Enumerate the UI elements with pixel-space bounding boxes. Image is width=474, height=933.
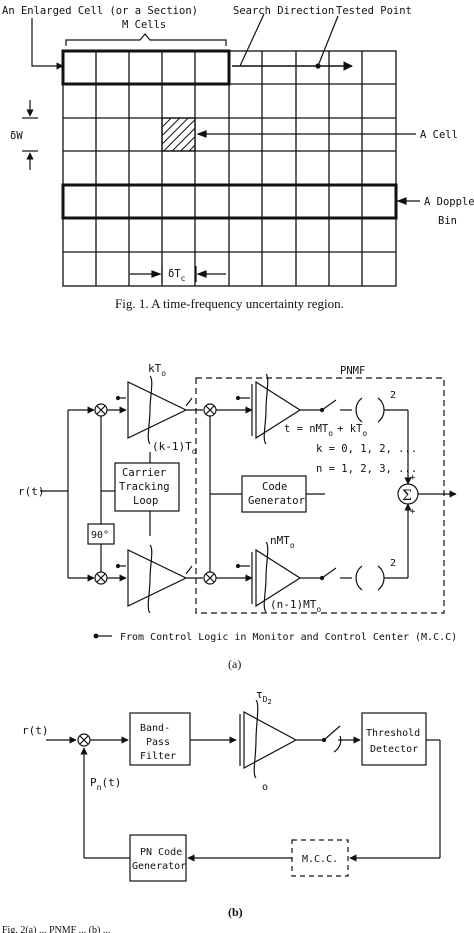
label-pnmf: PNMF [340,365,365,377]
bpf-label-2: Pass [146,737,170,748]
label-k1to: (k-1)To [152,440,197,456]
label-n-list: n = 1, 2, 3, ... [316,463,417,475]
fig1-time-frequency-grid [61,49,398,287]
label-doppler-bin: A Doppler [424,196,474,208]
threshold-label-2: Detector [370,744,418,755]
fig2b-label-rt: r(t) [22,724,49,737]
code-gen-label-2: Generator [248,495,305,507]
sigma-label: Σ [402,488,412,504]
label-square-top: 2 [390,390,396,401]
label-delta-w: δW [10,130,23,142]
fig2b-integrator [243,710,298,770]
pnmf-integrator-top [255,380,302,440]
label-td2: τD2 [256,688,272,706]
label-pn-t: Pn(t) [90,776,121,792]
label-m-cells: M Cells [122,19,166,31]
label-nmto: nMTo [270,534,295,550]
mcc-label: M.C.C. [302,854,338,865]
label-tested-point: Tested Point [336,5,412,17]
bpf-label-1: Band- [140,723,170,734]
label-delta-tc: δTc [168,268,186,283]
integrator-bottom [127,549,188,607]
square-law-top-right [377,397,385,423]
square-law-bottom-right [377,565,385,591]
threshold-label-1: Threshold [366,728,420,739]
plus-1: + [410,473,416,483]
label-square-bottom: 2 [390,558,396,569]
label-kto: kTo [148,362,166,378]
enlarged-cell [61,49,231,86]
square-law-bottom-left [355,565,363,591]
pn-gen-label-1: PN Code [140,847,182,858]
bpf-label-3: Filter [140,751,176,762]
carrier-label-3: Loop [133,495,158,507]
square-law-top-left [355,397,363,423]
fig2a-legend: From Control Logic in Monitor and Contro… [120,632,457,643]
label-90: 90° [91,530,109,541]
pnmf-integrator-bottom [255,548,302,608]
pnmf-dashed-box [195,377,445,614]
pn-code-generator-box [129,834,187,882]
fig2a-sublabel: (a) [228,657,241,671]
plus-2: + [410,507,416,517]
integrator-top [127,381,188,439]
label-k-list: k = 0, 1, 2, ... [316,443,417,455]
threshold-detector-box [361,712,427,766]
hatched-cell [161,117,196,152]
fig2a-label-rt: r(t) [18,485,45,498]
pn-gen-label-2: Generator [132,861,186,872]
label-search-direction: Search Direction [233,5,334,17]
fig2a-diagram [40,373,457,639]
label-zero: o [262,782,268,793]
carrier-label-2: Tracking [119,481,170,493]
carrier-tracking-loop-box [114,462,180,512]
fig2b-sublabel: (b) [228,905,243,919]
fig2b-diagram [46,699,441,882]
doppler-bin [61,183,398,220]
fig1-annotations [22,13,420,282]
label-enlarged-cell: An Enlarged Cell (or a Section) [2,5,198,17]
carrier-label-1: Carrier [122,467,166,479]
fig1-caption: Fig. 1. A time-frequency uncertainty reg… [115,296,344,311]
label-doppler-bin-2: Bin [438,215,457,227]
band-pass-filter-box [129,712,191,766]
label-t-eq: t = nMTo+ kTo [284,423,367,438]
fig2-caption-partial: Fig. 2(a) ... PNMF ... (b) ... [2,925,110,933]
label-n1mto: (n-1)MTo [270,598,321,614]
phase-shift-90-box [87,523,115,545]
code-gen-label-1: Code [262,481,287,493]
label-a-cell: A Cell [420,129,458,141]
